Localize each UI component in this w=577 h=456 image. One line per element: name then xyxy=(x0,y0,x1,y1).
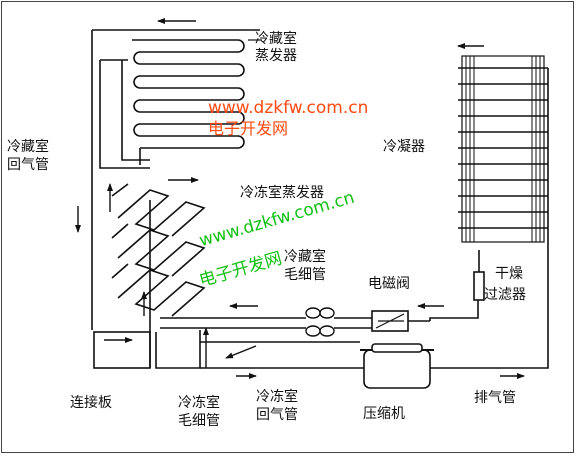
compressor xyxy=(360,343,434,389)
label-freezer-return-1: 冷冻室 xyxy=(256,389,298,405)
label-fridge-evaporator-1: 冷藏室 xyxy=(255,31,297,47)
label-connector-board: 连接板 xyxy=(70,395,112,411)
label-freezer-capillary-1: 冷冻室 xyxy=(178,395,220,411)
label-dryer-2: 过滤器 xyxy=(484,287,526,303)
label-freezer-capillary-2: 毛细管 xyxy=(178,413,220,429)
watermark-name: 电子开发网 xyxy=(208,119,289,138)
label-compressor: 压缩机 xyxy=(363,406,405,422)
label-condenser: 冷凝器 xyxy=(383,139,425,155)
label-exhaust-pipe: 排气管 xyxy=(474,390,516,406)
label-freezer-return-2: 回气管 xyxy=(256,407,298,423)
dryer-filter xyxy=(473,271,485,301)
flow-arrows xyxy=(75,18,525,379)
connector-board xyxy=(93,331,151,369)
label-fridge-capillary-2: 毛细管 xyxy=(284,267,326,283)
condenser-coil xyxy=(458,55,548,243)
label-solenoid-valve: 电磁阀 xyxy=(368,276,410,292)
label-fridge-capillary-1: 冷藏室 xyxy=(284,249,326,265)
capillary-coil xyxy=(300,307,372,337)
label-dryer-1: 干燥 xyxy=(495,266,523,282)
label-fridge-evaporator-2: 蒸发器 xyxy=(255,48,297,64)
watermark-url: www.dzkfw.com.cn xyxy=(208,98,369,118)
label-fridge-return-2: 回气管 xyxy=(7,157,49,173)
fridge-capillary-pipe xyxy=(160,317,300,329)
fridge-return-pipe xyxy=(91,29,260,330)
label-freezer-evaporator: 冷冻室蒸发器 xyxy=(240,185,324,201)
fridge-evaporator-coil xyxy=(132,39,245,149)
freezer-evaporator-coil xyxy=(111,183,206,317)
label-fridge-return-1: 冷藏室 xyxy=(7,139,49,155)
